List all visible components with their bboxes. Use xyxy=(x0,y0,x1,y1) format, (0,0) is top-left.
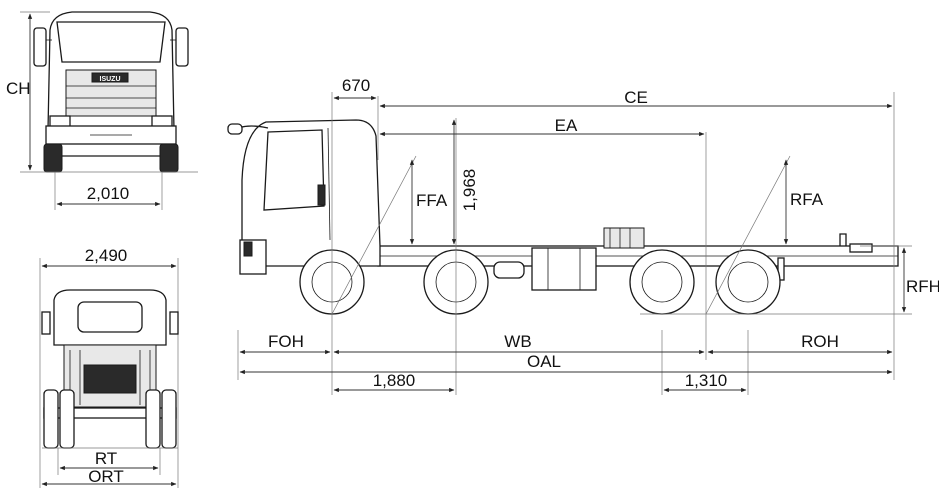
ort-label: ORT xyxy=(88,467,124,486)
ea-label: EA xyxy=(555,116,578,135)
rear-axle-spread-label: 1,310 xyxy=(685,371,728,390)
track-dimensions xyxy=(41,448,177,487)
oal-label: OAL xyxy=(527,352,561,371)
cab-offset-label: 670 xyxy=(342,76,370,95)
rt-label: RT xyxy=(95,449,117,468)
rear-left-mirror-icon xyxy=(41,311,51,335)
side-mirror-icon xyxy=(227,123,243,135)
ffa-label: FFA xyxy=(416,191,448,210)
fuel-tank xyxy=(531,247,597,291)
rear-right-mirror-icon xyxy=(169,311,179,335)
ch-label: CH xyxy=(6,79,31,98)
side-window xyxy=(263,129,325,211)
front-width-dimension xyxy=(54,172,163,210)
front-width-label: 2,010 xyxy=(87,184,130,203)
roh-label: ROH xyxy=(801,332,839,351)
rear-wheel-1 xyxy=(629,249,695,315)
rfa-label: RFA xyxy=(790,190,824,209)
rear-wheel-2 xyxy=(715,249,781,315)
rear-window xyxy=(77,301,143,333)
side-view xyxy=(227,119,899,315)
right-mirror-icon xyxy=(175,27,189,67)
air-filter xyxy=(603,227,645,249)
isuzu-badge: ISUZU xyxy=(100,76,121,83)
front-view: ISUZU xyxy=(20,11,198,173)
rear-view xyxy=(39,258,179,488)
badge-plate xyxy=(91,72,129,83)
ch-dimension xyxy=(20,11,50,171)
front-axle-spread-label: 1,880 xyxy=(373,371,416,390)
rfh-label: RFH xyxy=(906,277,939,296)
ce-label: CE xyxy=(624,88,648,107)
foh-label: FOH xyxy=(268,332,304,351)
overall-width-label: 2,490 xyxy=(85,246,128,265)
wb-label: WB xyxy=(504,332,531,351)
cab-height-label: 1,968 xyxy=(460,169,479,212)
left-mirror-icon xyxy=(33,27,47,67)
